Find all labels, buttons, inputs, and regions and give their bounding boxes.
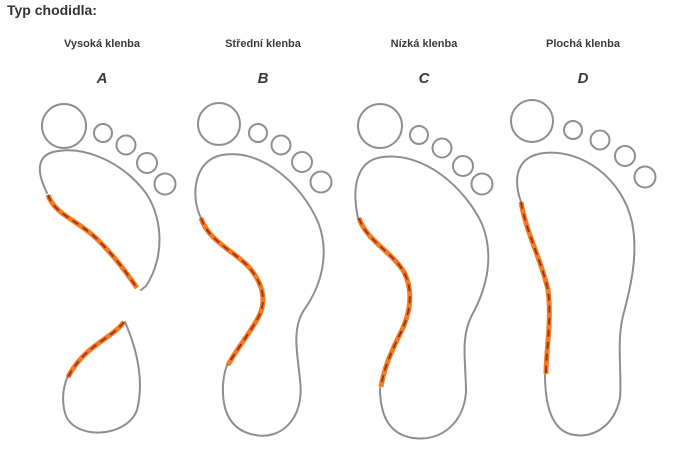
toe-icon	[309, 170, 333, 194]
arch-dash-a-lower	[67, 321, 125, 378]
toe-icon	[291, 151, 313, 173]
toe-icon	[614, 145, 636, 167]
arch-dash-c	[358, 217, 411, 388]
foot-type-letter-b: B	[257, 70, 269, 87]
footprint-a	[38, 103, 177, 434]
arch-dash-d	[520, 201, 551, 375]
foot-outline-c	[354, 155, 490, 440]
toe-icon	[153, 172, 177, 196]
foot-outline-d	[516, 151, 636, 437]
toe-icon	[248, 123, 268, 143]
forefoot-outline	[38, 149, 161, 291]
foot-type-label-a: Vysoká klenba	[63, 38, 141, 50]
arch-line-a-lower	[65, 320, 126, 379]
arch-line-b	[198, 217, 266, 367]
toe-icon	[136, 152, 158, 174]
footprint-b	[194, 102, 333, 437]
big-toe-icon	[197, 102, 241, 146]
toe-icon	[470, 172, 494, 196]
big-toe-icon	[510, 99, 554, 143]
arch-dash-a-upper	[47, 194, 138, 289]
arch-dash-b	[200, 217, 264, 366]
foot-type-label-b: Střední klenba	[225, 38, 301, 50]
foot-type-label-c: Nízká klenba	[390, 38, 458, 50]
toe-icon	[431, 137, 453, 159]
toe-icon	[115, 134, 137, 156]
page-title: Typ chodidla:	[7, 2, 97, 18]
toe-icon	[93, 123, 113, 143]
footprint-d	[510, 99, 657, 437]
toe-icon	[452, 155, 474, 177]
arch-line-c	[356, 217, 413, 388]
toe-icon	[633, 165, 657, 189]
heel-outline	[62, 321, 141, 434]
foot-type-letter-c: C	[418, 70, 430, 87]
big-toe-icon	[357, 103, 403, 149]
foot-type-letter-d: D	[577, 70, 589, 87]
toe-icon	[589, 129, 611, 151]
arch-line-a-upper	[45, 193, 140, 290]
toe-icon	[409, 125, 429, 145]
toe-icon	[270, 134, 292, 156]
toe-icon	[563, 120, 583, 140]
foot-outline-b	[194, 153, 325, 437]
foot-type-letter-a: A	[96, 70, 108, 87]
foot-type-label-d: Plochá klenba	[546, 38, 620, 50]
arch-line-d	[518, 201, 552, 375]
footprint-c	[354, 103, 494, 440]
big-toe-icon	[41, 103, 87, 149]
